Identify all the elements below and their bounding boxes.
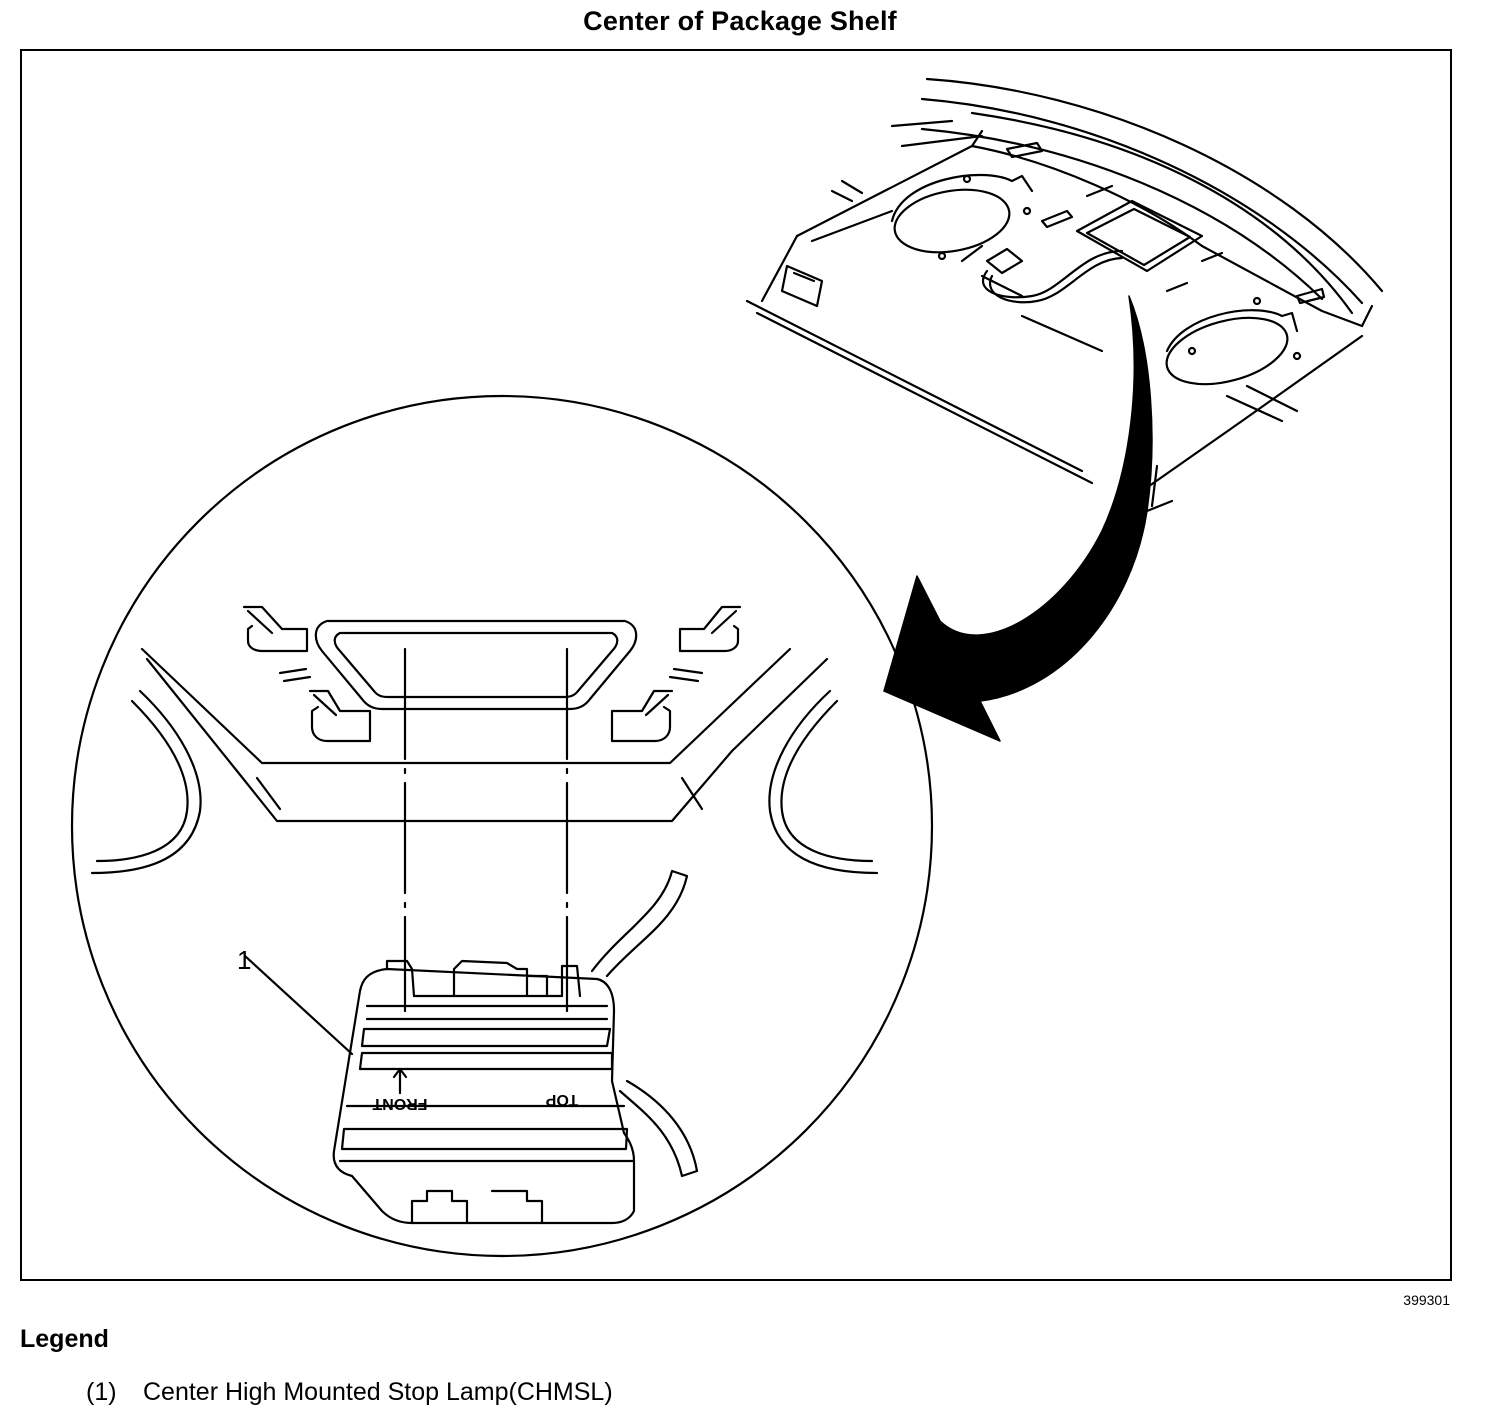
lamp-marking-front: FRONT — [372, 1095, 427, 1112]
legend-heading: Legend — [20, 1325, 109, 1353]
legend-item-number: (1) — [86, 1378, 117, 1406]
legend-item: (1) Center High Mounted Stop Lamp(CHMSL) — [86, 1378, 613, 1407]
page-title: Center of Package Shelf — [583, 6, 897, 36]
figure-number: 399301 — [1403, 1292, 1450, 1308]
figure-frame: 1 FRONT TOP — [20, 49, 1452, 1281]
chmsl-lamp — [243, 869, 699, 1225]
legend-item-label: Center High Mounted Stop Lamp(CHMSL) — [143, 1378, 613, 1406]
detail-view-arrow — [883, 295, 1153, 742]
package-shelf-overview — [745, 77, 1384, 513]
callout-number: 1 — [237, 945, 251, 975]
package-shelf-illustration: 1 FRONT TOP — [70, 77, 1384, 1258]
alignment-lines — [403, 647, 569, 1013]
detail-circle — [70, 394, 934, 1258]
lamp-marking-top: TOP — [545, 1091, 578, 1108]
